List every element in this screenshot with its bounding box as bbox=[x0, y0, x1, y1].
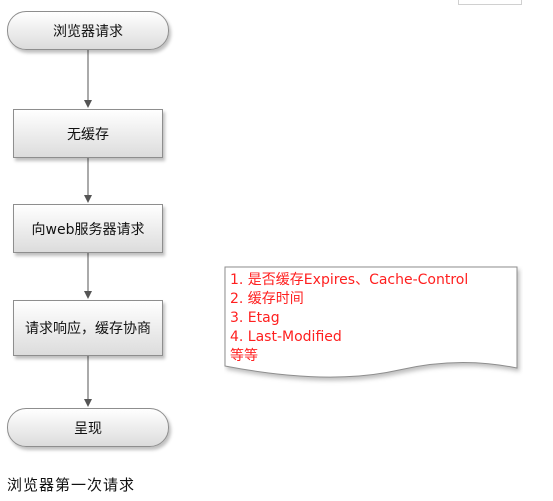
node-request-server: 向web服务器请求 bbox=[13, 204, 163, 253]
note-line: 4. Last-Modified bbox=[230, 329, 342, 345]
node-no-cache-label: 无缓存 bbox=[67, 126, 109, 143]
corner-box bbox=[458, 0, 522, 5]
note-list: 1. 是否缓存Expires、Cache-Control 2. 缓存时间 3. … bbox=[230, 271, 468, 366]
node-respond-label: 请求响应，缓存协商 bbox=[25, 321, 151, 337]
document-note: 1. 是否缓存Expires、Cache-Control 2. 缓存时间 3. … bbox=[224, 266, 519, 380]
node-respond: 请求响应，缓存协商 bbox=[13, 300, 163, 356]
document-shape bbox=[224, 266, 518, 378]
figure-caption: 浏览器第一次请求 bbox=[7, 476, 136, 494]
node-render: 呈现 bbox=[7, 408, 169, 447]
note-line: 3. Etag bbox=[230, 310, 280, 326]
note-line: 等等 bbox=[230, 348, 258, 364]
node-start: 浏览器请求 bbox=[7, 11, 169, 50]
node-request-server-label: 向web服务器请求 bbox=[31, 221, 145, 238]
node-start-label: 浏览器请求 bbox=[53, 23, 123, 40]
node-no-cache: 无缓存 bbox=[13, 109, 163, 158]
note-line: 1. 是否缓存Expires、Cache-Control bbox=[230, 272, 469, 288]
node-render-label: 呈现 bbox=[74, 420, 102, 437]
note-line: 2. 缓存时间 bbox=[230, 291, 304, 307]
